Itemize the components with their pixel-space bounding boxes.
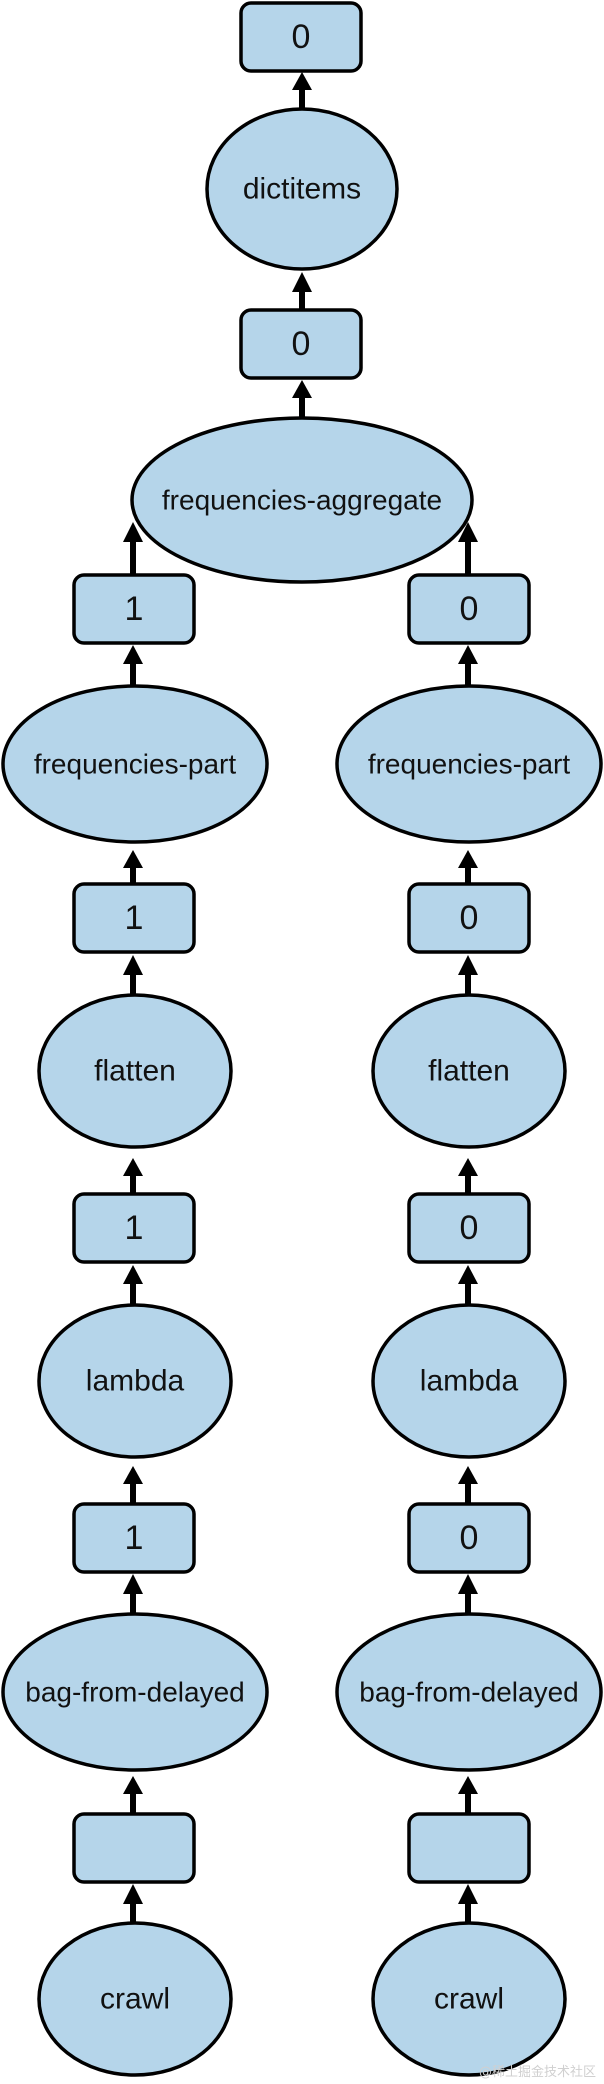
node-flatten: flatten: [371, 993, 567, 1149]
node-label: crawl: [100, 1983, 170, 2016]
edge-arrowhead: [123, 850, 143, 868]
right-branch: 0 frequencies-part 0 flatten 0 lambda 0: [335, 573, 603, 2077]
edge-arrowhead: [123, 1265, 143, 1284]
node-label: 0: [292, 325, 311, 363]
edge-arrowhead: [458, 1466, 478, 1484]
node-label: crawl: [434, 1983, 504, 2016]
edge-arrowhead: [458, 1265, 478, 1284]
edge-arrowhead: [123, 955, 143, 975]
node-output-box: 0: [407, 1502, 531, 1574]
node-dictitems: dictitems: [205, 107, 399, 271]
node-label: 0: [460, 899, 479, 937]
node-output-box: 1: [72, 573, 196, 645]
node-label: 0: [460, 590, 479, 628]
node-output-box-top: 0: [239, 1, 363, 73]
node-bag-from-delayed: bag-from-delayed: [1, 1612, 269, 1772]
node-label: 1: [125, 899, 144, 937]
node-label: 0: [460, 1209, 479, 1247]
edge-arrowhead: [123, 1776, 143, 1794]
edge-arrowhead: [458, 1776, 478, 1794]
node-flatten: flatten: [37, 993, 233, 1149]
node-label: flatten: [94, 1055, 176, 1088]
edge-arrowhead: [123, 1466, 143, 1484]
node-label: bag-from-delayed: [25, 1677, 244, 1708]
node-crawl: crawl: [37, 1921, 233, 2077]
node-output-box-aggregate: 0: [239, 308, 363, 380]
node-output-box: 0: [407, 882, 531, 954]
node-output-box: 0: [407, 573, 531, 645]
node-label: 0: [460, 1519, 479, 1557]
node-label: 1: [125, 1209, 144, 1247]
edge-arrowhead: [292, 380, 312, 398]
node-output-box-empty: [72, 1812, 196, 1884]
node-frequencies-aggregate: frequencies-aggregate: [130, 416, 474, 584]
node-label: frequencies-aggregate: [162, 485, 442, 516]
node-output-box: 1: [72, 1192, 196, 1264]
edge-arrowhead: [123, 1574, 143, 1594]
node-lambda: lambda: [371, 1303, 567, 1459]
node-frequencies-part: frequencies-part: [335, 684, 603, 844]
node-output-box: 1: [72, 882, 196, 954]
node-output-box: 0: [407, 1192, 531, 1264]
edge-arrowhead: [458, 850, 478, 868]
node-label: frequencies-part: [368, 749, 571, 780]
edge-arrowhead: [292, 272, 312, 292]
node-bag-from-delayed: bag-from-delayed: [335, 1612, 603, 1772]
node-output-box: 1: [72, 1502, 196, 1574]
edge-arrowhead: [123, 645, 143, 664]
left-branch: 1 frequencies-part 1 flatten 1 lambda 1: [1, 573, 269, 2077]
edge-arrowhead: [458, 955, 478, 975]
edge-arrowhead: [458, 1884, 478, 1904]
node-label: 0: [292, 18, 311, 56]
node-label: dictitems: [243, 173, 361, 206]
edge-arrowhead: [123, 1158, 143, 1176]
edge-arrowhead: [458, 645, 478, 664]
node-label: 1: [125, 590, 144, 628]
edge-arrowhead: [458, 1158, 478, 1176]
node-lambda: lambda: [37, 1303, 233, 1459]
edge-arrowhead: [458, 1574, 478, 1594]
node-label: bag-from-delayed: [359, 1677, 578, 1708]
edge-arrowhead: [458, 522, 478, 542]
edge-arrowhead: [123, 522, 143, 542]
node-label: lambda: [86, 1365, 185, 1398]
node-crawl: crawl: [371, 1921, 567, 2077]
node-frequencies-part: frequencies-part: [1, 684, 269, 844]
watermark: @稀土掘金技术社区: [478, 2065, 596, 2080]
node-label: lambda: [420, 1365, 519, 1398]
edges: [123, 72, 478, 1924]
edge-arrowhead: [123, 1884, 143, 1904]
edge-arrowhead: [292, 72, 312, 90]
node-label: flatten: [428, 1055, 510, 1088]
node-label: 1: [125, 1519, 144, 1557]
node-output-box-empty: [407, 1812, 531, 1884]
node-label: frequencies-part: [34, 749, 237, 780]
